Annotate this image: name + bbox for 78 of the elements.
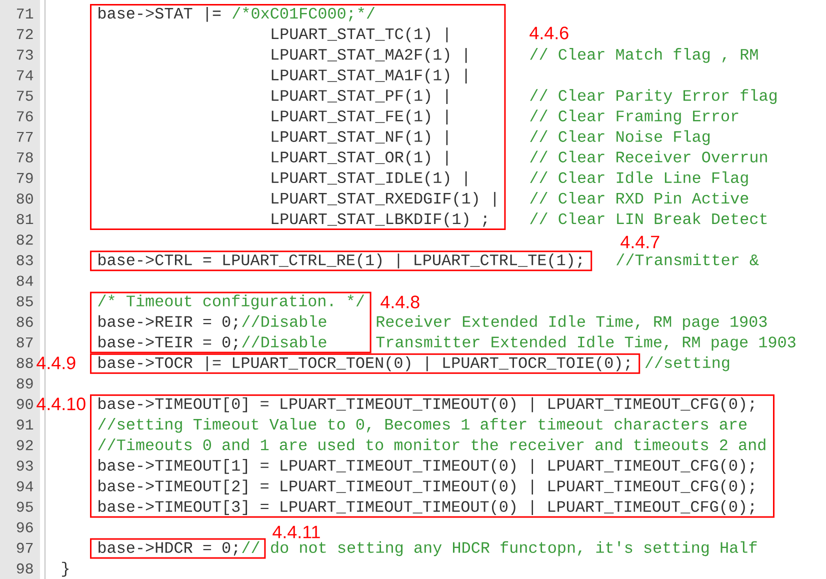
line-number: 75 bbox=[17, 90, 33, 101]
code-comment: Receiver Extended Idle Time, RM page 1903 bbox=[376, 315, 767, 330]
node-label: base->REIR = 0; bbox=[98, 315, 238, 330]
line-number: 76 bbox=[17, 111, 33, 122]
code-comment: // Clear Parity Error flag bbox=[530, 89, 776, 104]
code-comment: // Clear Noise Flag bbox=[530, 130, 710, 146]
code-comment: Transmitter Extended Idle Time, RM page 1903 bbox=[376, 336, 796, 351]
line-number: 71 bbox=[17, 8, 34, 18]
node-label: */ bbox=[358, 6, 375, 19]
code-box: base->STAT |= /*0xC01FC000; */ LPUART_STAT_TC(1) | LPUART_STAT_MA2F(1) | LPUART_STAT_MA1F(1) | LPUART_STAT_PF(1) | LPUART_STAT_FE(1) | LPUART_STAT_NF(1) | LPUART_STAT_OR(1) | LPUART_STAT_IDLE(1) | LPUART_STAT_RXEDGIF(1) | LPUART_STAT_LBKDIF(1) ; bbox=[90, 4, 506, 230]
line-number: 74 bbox=[17, 70, 34, 80]
node-label: base->TIMEOUT[2] = LPUART_TIMEOUT_TIMEOUT(0) | LPUART_TIMEOUT_CFG(0); bbox=[98, 480, 754, 495]
code-box: base->TOCR |= LPUART_TOCR_TOEN(0) | LPUART_TOCR_TOIE(0); bbox=[90, 353, 640, 374]
line-number: 83 bbox=[16, 255, 33, 266]
node-label: LPUART_STAT_IDLE(1) | bbox=[272, 171, 467, 186]
code-box: base->TIMEOUT[0] = LPUART_TIMEOUT_TIMEOUT(0) | LPUART_TIMEOUT_CFG(0); //setting Timeout Value to 0, Becomes 1 after timeout characters are //Timeouts 0 and 1 are used to monitor the receiver and timeouts 2 and base->TIMEOUT[1] = LPUART_TIMEOUT_TIMEOUT(0) | LPUART_TIMEOUT_CFG(0); base->TIMEOUT[2] = LPUART_TIMEOUT_TIMEOUT(0) | LPUART_TIMEOUT_CFG(0); base->TIMEOUT[3] = LPUART_TIMEOUT_TIMEOUT(0) | LPUART_TIMEOUT_CFG(0); bbox=[90, 394, 774, 518]
line-number: 78 bbox=[17, 152, 33, 162]
node-label: LPUART_STAT_LBKDIF(1) ; bbox=[272, 212, 487, 228]
line-number: 95 bbox=[16, 502, 33, 512]
line-number: 85 bbox=[16, 296, 33, 306]
code-comment: // Clear Receiver Overrun bbox=[530, 150, 767, 162]
line-number: 82 bbox=[16, 234, 33, 245]
node-label: LPUART_STAT_MA2F(1) | bbox=[272, 48, 467, 63]
code-comment: // Clear LIN Break Detect bbox=[530, 212, 767, 224]
code-box: base->CTRL = LPUART_CTRL_RE(1) | LPUART_CTRL_TE(1); bbox=[90, 250, 592, 272]
node-label: LPUART_STAT_TC(1) | bbox=[272, 27, 448, 42]
code-comment: // Clear RXD Pin Active bbox=[530, 192, 748, 204]
line-number: 92 bbox=[16, 440, 33, 450]
line-number: 88 bbox=[16, 358, 33, 368]
line-number: 79 bbox=[17, 172, 33, 184]
node-label: LPUART_STAT_OR(1) | bbox=[272, 150, 448, 166]
line-number: 77 bbox=[17, 132, 33, 142]
line-number: 93 bbox=[16, 460, 33, 471]
node-label: LPUART_STAT_MA1F(1) | bbox=[272, 68, 467, 84]
line-number: 97 bbox=[16, 542, 33, 553]
section-number: 4.4.7 bbox=[620, 236, 660, 248]
line-number: 87 bbox=[16, 337, 33, 348]
code-text: } bbox=[62, 562, 68, 577]
line-number: 91 bbox=[16, 420, 34, 430]
node-label: LPUART_STAT_PF(1) | bbox=[272, 89, 448, 104]
line-number: 94 bbox=[16, 481, 34, 492]
section-number: 4.4.9 bbox=[36, 356, 76, 370]
node-label: LPUART_STAT_FE(1) | bbox=[272, 110, 448, 125]
section-number: 4.4.11 bbox=[272, 526, 320, 538]
section-number: 4.4.6 bbox=[530, 26, 568, 40]
line-number: 73 bbox=[17, 50, 33, 60]
line-number: 80 bbox=[16, 194, 33, 204]
line-number: 89 bbox=[16, 378, 33, 389]
section-number: 4.4.10 bbox=[36, 398, 86, 410]
line-number: 81 bbox=[16, 214, 34, 224]
code-comment: //setting bbox=[645, 356, 730, 372]
node-label: LPUART_STAT_NF(1) | bbox=[272, 130, 448, 146]
node-label: base->STAT |= bbox=[98, 6, 221, 22]
code-comment: // Clear Framing Error bbox=[530, 110, 738, 124]
code-box: /* Timeout configuration. */ base->REIR = 0; //Disable base->TEIR = 0; //Disable bbox=[90, 292, 372, 354]
node-label: //Disable bbox=[242, 336, 326, 348]
line-number: 72 bbox=[17, 29, 33, 39]
node-label: LPUART_STAT_RXEDGIF(1) | bbox=[272, 192, 496, 207]
line-number: 86 bbox=[16, 316, 33, 327]
node-label: //Disable bbox=[242, 315, 326, 327]
section-number: 4.4.8 bbox=[380, 296, 420, 308]
node-label: //Timeouts 0 and 1 are used to monitor the receiver and timeouts 2 and bbox=[98, 438, 766, 450]
node-label: /*0xC01FC000; bbox=[232, 6, 352, 22]
code-comment: // Clear Match flag , RM bbox=[530, 48, 758, 63]
node-label: /* Timeout configuration. */ bbox=[98, 294, 364, 310]
code-comment: //Transmitter & bbox=[616, 254, 759, 266]
line-number: 96 bbox=[16, 522, 33, 532]
code-comment: do not setting any HDCR functopn, it's setting Half bbox=[271, 541, 757, 556]
code-comment: // Clear Idle Line Flag bbox=[530, 171, 748, 186]
line-number: 84 bbox=[16, 276, 34, 286]
line-number: 98 bbox=[16, 563, 33, 574]
line-number: 90 bbox=[16, 398, 33, 410]
node-label: base->TIMEOUT[1] = LPUART_TIMEOUT_TIMEOUT(0) | LPUART_TIMEOUT_CFG(0); bbox=[98, 459, 754, 474]
code-box: base->HDCR = 0; // bbox=[90, 538, 266, 559]
node-label: base->TIMEOUT[3] = LPUART_TIMEOUT_TIMEOUT(0) | LPUART_TIMEOUT_CFG(0); bbox=[98, 500, 754, 516]
node-label: base->TIMEOUT[0] = LPUART_TIMEOUT_TIMEOUT(0) | LPUART_TIMEOUT_CFG(0); bbox=[98, 397, 754, 412]
node-label: //setting Timeout Value to 0, Becomes 1 after timeout characters are bbox=[98, 418, 747, 433]
node-label: base->TEIR = 0; bbox=[98, 336, 238, 350]
